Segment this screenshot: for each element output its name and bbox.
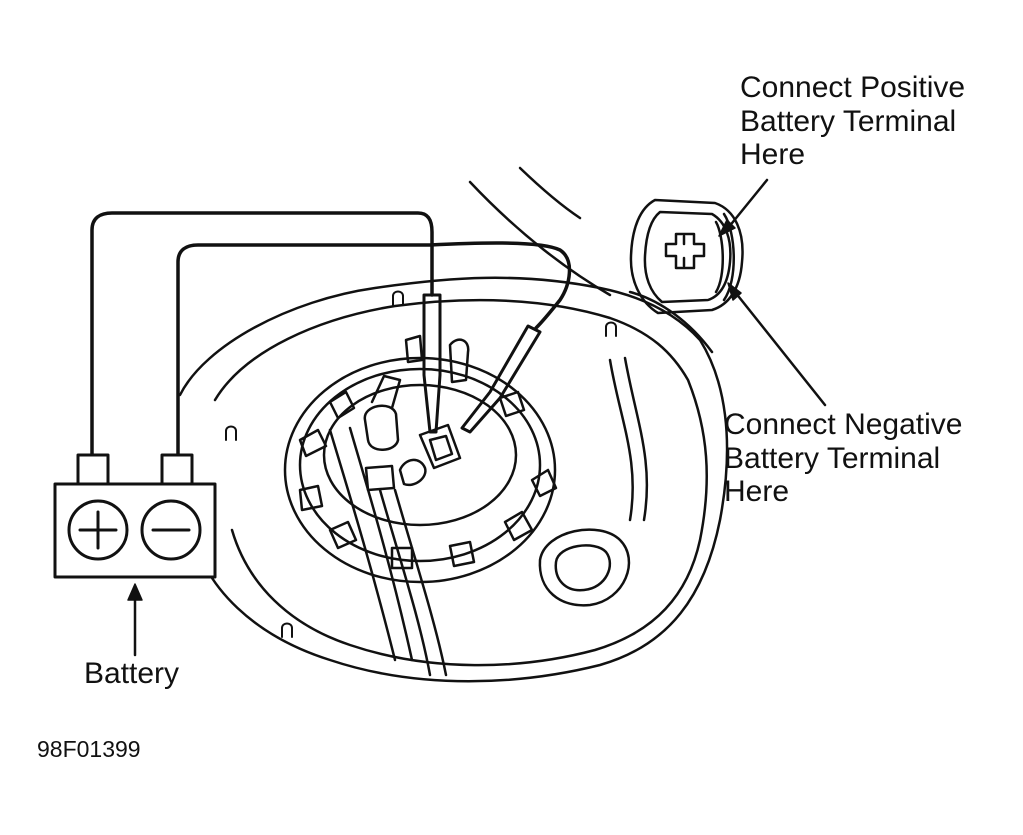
positive-terminal-label-line-3: Here <box>740 138 806 172</box>
fuel-pump-assembly <box>283 356 558 584</box>
negative-terminal-label-line-2: Battery Terminal <box>724 441 941 475</box>
positive-symbol <box>67 499 129 561</box>
test-leads <box>90 211 572 457</box>
positive-post <box>76 453 110 486</box>
negative-terminal-label: Connect Negative Battery Terminal Here <box>724 408 962 509</box>
negative-lead <box>176 241 572 457</box>
negative-symbol <box>140 499 202 561</box>
positive-terminal-arrow <box>726 178 769 230</box>
pump-fittings <box>363 334 470 492</box>
positive-lead <box>90 211 434 457</box>
battery <box>53 453 217 579</box>
fuel-lines <box>328 356 649 677</box>
positive-terminal-label-line-2: Battery Terminal <box>740 104 957 138</box>
probe-tips <box>422 293 542 434</box>
negative-post <box>160 453 194 486</box>
negative-terminal-label-line-1: Connect Negative <box>724 408 963 441</box>
negative-terminal-arrow <box>733 290 827 407</box>
connector-detail <box>629 198 744 315</box>
n-markers <box>225 290 617 638</box>
battery-label: Battery <box>84 657 180 690</box>
positive-terminal-label: Connect Positive Battery Terminal Here <box>740 71 965 172</box>
terminal-pointer-arrows <box>718 178 827 407</box>
battery-pointer-arrow <box>127 583 143 657</box>
positive-terminal-label-line-1: Connect Positive <box>740 71 966 104</box>
figure-id: 98F01399 <box>37 736 141 762</box>
negative-terminal-label-line-3: Here <box>724 475 790 509</box>
